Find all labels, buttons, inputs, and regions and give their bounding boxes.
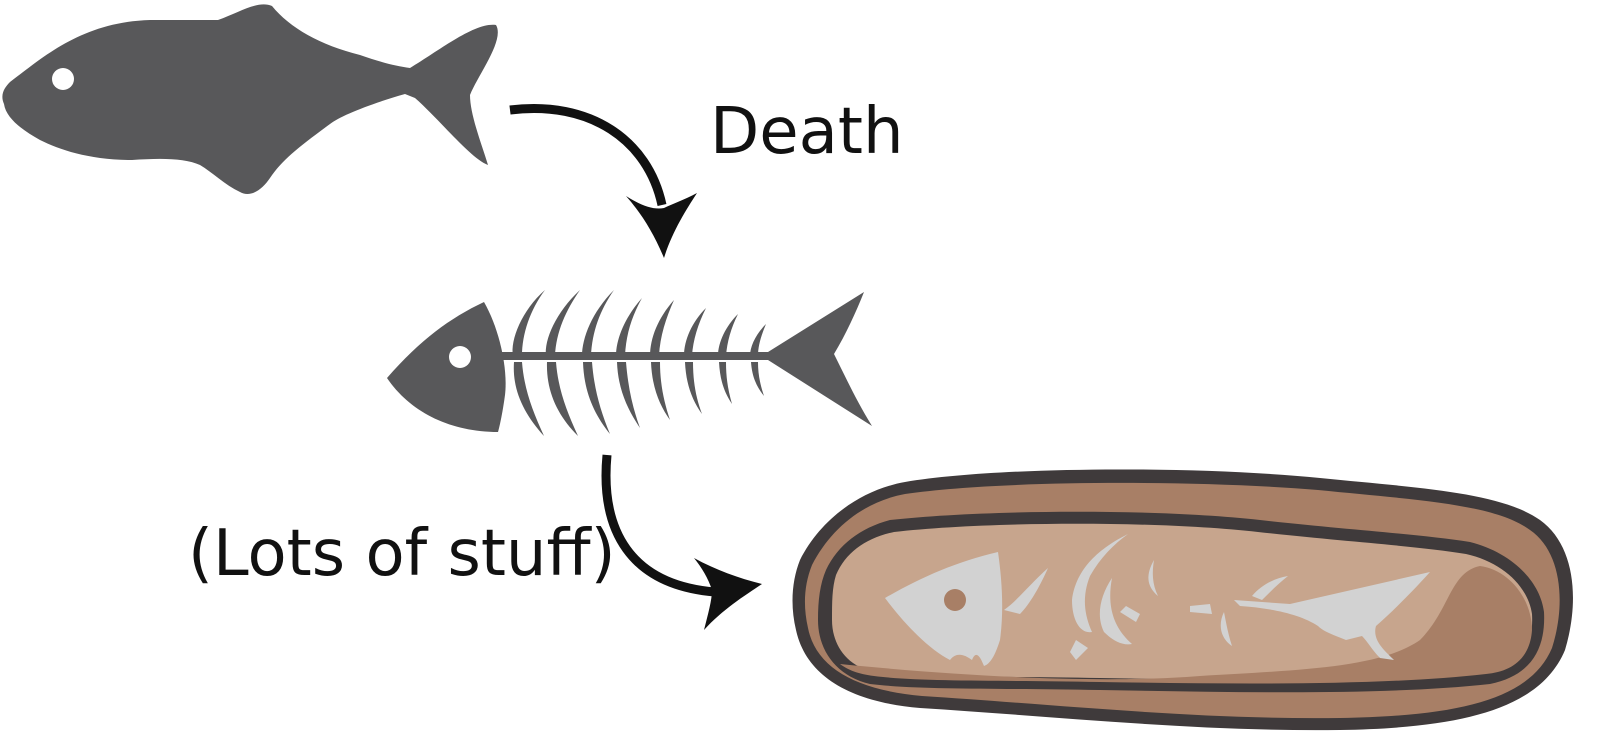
fossil-bone bbox=[1190, 604, 1212, 614]
fossil-eye bbox=[944, 589, 966, 611]
skeleton-tail bbox=[768, 292, 872, 426]
skeleton-ribs bbox=[512, 290, 766, 436]
live-fish-body bbox=[2, 4, 498, 195]
fossil-bone bbox=[1148, 560, 1158, 596]
live-fish-icon bbox=[2, 4, 498, 195]
fossil-rock-icon bbox=[792, 469, 1573, 731]
rock-inner bbox=[832, 523, 1533, 681]
death-arrow-shaft bbox=[509, 104, 667, 206]
death-arrow-head bbox=[626, 193, 697, 258]
rib bbox=[513, 362, 544, 436]
rib bbox=[750, 324, 766, 356]
rib bbox=[545, 290, 580, 356]
live-fish-eye bbox=[52, 68, 74, 90]
death-label: Death bbox=[710, 95, 904, 169]
fossil-bone bbox=[1252, 576, 1288, 600]
death-arrow bbox=[509, 104, 697, 258]
stuff-arrow-shaft bbox=[601, 454, 716, 597]
skeleton-head bbox=[387, 302, 506, 432]
rib bbox=[583, 362, 610, 434]
fossil-skeleton bbox=[885, 534, 1430, 666]
fossil-bone bbox=[1099, 578, 1132, 645]
stuff-arrow-head bbox=[694, 558, 762, 630]
skeleton-eye bbox=[449, 346, 471, 368]
rib bbox=[651, 362, 670, 420]
rib bbox=[685, 362, 702, 414]
stuff-arrow bbox=[601, 454, 762, 630]
fossil-bone bbox=[1070, 640, 1088, 660]
fish-skeleton-icon bbox=[387, 290, 872, 436]
lots-of-stuff-label: (Lots of stuff) bbox=[188, 517, 616, 591]
fossil-bone bbox=[1072, 534, 1128, 633]
rib bbox=[719, 362, 732, 404]
rib bbox=[650, 300, 674, 356]
rib bbox=[616, 298, 642, 356]
rib bbox=[751, 362, 764, 396]
rib bbox=[718, 314, 738, 356]
rib bbox=[512, 290, 545, 356]
rock-lower-band bbox=[840, 566, 1532, 684]
skeleton-spine bbox=[500, 352, 775, 360]
rib bbox=[582, 290, 614, 356]
rib bbox=[617, 362, 640, 428]
fossil-bone bbox=[1004, 568, 1048, 614]
fossil-head bbox=[885, 552, 1003, 666]
rib bbox=[684, 308, 706, 356]
rib bbox=[546, 362, 578, 436]
fossil-tail bbox=[1234, 572, 1430, 660]
fossil-bone bbox=[1120, 606, 1140, 622]
fossil-bone bbox=[1220, 612, 1232, 646]
